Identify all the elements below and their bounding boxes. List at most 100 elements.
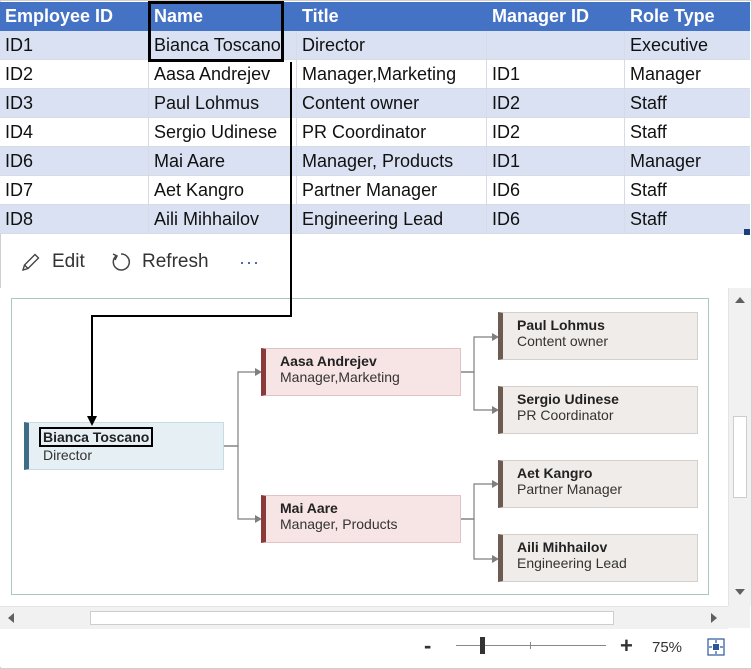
node-title: Engineering Lead — [517, 555, 627, 571]
node-name: Aet Kangro — [517, 465, 593, 481]
node-title: Manager, Products — [280, 516, 398, 532]
table-row: ID6 Mai Aare Manager, Products ID1 Manag… — [0, 147, 750, 176]
node-title: Content owner — [517, 333, 609, 349]
cell-name[interactable]: Paul Lohmus — [149, 89, 297, 118]
zoom-level[interactable]: 75% — [652, 639, 683, 656]
zoom-slider-track — [456, 645, 606, 646]
diagram-viewport[interactable]: Bianca Toscano Director Aasa Andrejev Ma… — [0, 288, 728, 606]
org-node-manager[interactable]: Aasa Andrejev Manager,Marketing — [261, 348, 461, 396]
scroll-left-arrow-icon[interactable] — [3, 610, 19, 626]
node-name: Bianca Toscano — [39, 427, 154, 447]
diagram-page — [11, 298, 709, 595]
table-row: ID4 Sergio Udinese PR Coordinator ID2 St… — [0, 118, 750, 147]
cell-title[interactable]: PR Coordinator — [297, 118, 487, 147]
edit-button[interactable]: Edit — [20, 248, 85, 276]
zoom-in-button[interactable]: + — [620, 633, 633, 658]
node-title: Director — [43, 447, 93, 463]
cell-employee-id[interactable]: ID6 — [0, 147, 149, 176]
cell-employee-id[interactable]: ID2 — [0, 60, 149, 89]
cell-manager-id[interactable] — [487, 31, 625, 60]
status-bar: - + 75% — [0, 629, 750, 667]
zoom-slider-center-tick — [530, 642, 531, 649]
cell-name[interactable]: Mai Aare — [149, 147, 297, 176]
cell-employee-id[interactable]: ID8 — [0, 205, 149, 234]
cell-title[interactable]: Director — [297, 31, 487, 60]
cell-title[interactable]: Manager,Marketing — [297, 60, 487, 89]
org-node-staff[interactable]: Sergio Udinese PR Coordinator — [498, 386, 698, 434]
header-manager-id[interactable]: Manager ID — [487, 2, 625, 31]
node-name: Mai Aare — [280, 500, 338, 516]
cell-manager-id[interactable]: ID2 — [487, 89, 625, 118]
cell-employee-id[interactable]: ID3 — [0, 89, 149, 118]
cell-title[interactable]: Manager, Products — [297, 147, 487, 176]
cell-role-type[interactable]: Manager — [625, 147, 750, 176]
cell-title[interactable]: Engineering Lead — [297, 205, 487, 234]
table-header-row: Employee ID Name Title Manager ID Role T… — [0, 2, 750, 31]
scroll-right-arrow-icon[interactable] — [706, 610, 722, 626]
header-name[interactable]: Name — [149, 2, 297, 31]
cell-manager-id[interactable]: ID6 — [487, 205, 625, 234]
refresh-label: Refresh — [142, 251, 209, 272]
org-node-staff[interactable]: Aili Mihhailov Engineering Lead — [498, 534, 698, 582]
node-name: Paul Lohmus — [517, 317, 605, 333]
table-resize-handle[interactable] — [744, 229, 750, 235]
org-node-staff[interactable]: Aet Kangro Partner Manager — [498, 460, 698, 508]
scroll-down-arrow-icon[interactable] — [732, 584, 748, 600]
org-node-staff[interactable]: Paul Lohmus Content owner — [498, 312, 698, 360]
vertical-scrollbar[interactable] — [728, 288, 751, 606]
edit-label: Edit — [52, 251, 85, 272]
scroll-up-arrow-icon[interactable] — [732, 292, 748, 308]
table-row: ID2 Aasa Andrejev Manager,Marketing ID1 … — [0, 60, 750, 89]
cell-role-type[interactable]: Staff — [625, 118, 750, 147]
cell-name[interactable]: Aet Kangro — [149, 176, 297, 205]
cell-name[interactable]: Aasa Andrejev — [149, 60, 297, 89]
more-options-button[interactable]: ··· — [239, 251, 260, 272]
cell-title[interactable]: Partner Manager — [297, 176, 487, 205]
refresh-button[interactable]: Refresh — [110, 248, 209, 276]
header-employee-id[interactable]: Employee ID — [0, 2, 149, 31]
cell-role-type[interactable]: Staff — [625, 89, 750, 118]
cell-name[interactable]: Sergio Udinese — [149, 118, 297, 147]
cell-role-type[interactable]: Staff — [625, 205, 750, 234]
horizontal-scrollbar[interactable] — [0, 606, 728, 629]
refresh-icon — [112, 253, 130, 271]
cell-role-type[interactable]: Staff — [625, 176, 750, 205]
org-node-manager[interactable]: Mai Aare Manager, Products — [261, 495, 461, 543]
zoom-out-button[interactable]: - — [424, 633, 432, 658]
name-selection-highlight — [148, 1, 284, 62]
table-row: ID3 Paul Lohmus Content owner ID2 Staff — [0, 89, 750, 118]
cell-manager-id[interactable]: ID2 — [487, 118, 625, 147]
table-row: ID1 Bianca Toscano Director Executive — [0, 31, 750, 60]
node-title: Partner Manager — [517, 481, 623, 497]
cell-manager-id[interactable]: ID1 — [487, 60, 625, 89]
cell-name[interactable]: Aili Mihhailov — [149, 205, 297, 234]
cell-employee-id[interactable]: ID7 — [0, 176, 149, 205]
vertical-scroll-thumb[interactable] — [733, 416, 747, 498]
node-name: Aili Mihhailov — [517, 539, 608, 555]
cell-manager-id[interactable]: ID1 — [487, 147, 625, 176]
pencil-icon — [21, 253, 40, 272]
scrollbar-corner — [728, 606, 750, 628]
node-name: Sergio Udinese — [517, 391, 619, 407]
cell-manager-id[interactable]: ID6 — [487, 176, 625, 205]
cell-employee-id[interactable]: ID1 — [0, 31, 149, 60]
fit-to-page-icon — [707, 638, 725, 656]
cell-name[interactable]: Bianca Toscano — [149, 31, 297, 60]
org-node-root[interactable]: Bianca Toscano Director — [24, 422, 224, 470]
cell-role-type[interactable]: Executive — [625, 31, 750, 60]
table-row: ID8 Aili Mihhailov Engineering Lead ID6 … — [0, 205, 750, 234]
cell-role-type[interactable]: Manager — [625, 60, 750, 89]
header-title[interactable]: Title — [297, 2, 487, 31]
node-title: Manager,Marketing — [280, 369, 400, 385]
connector-lines — [224, 333, 499, 563]
zoom-slider[interactable] — [456, 637, 606, 655]
fit-to-window-button[interactable] — [706, 637, 726, 657]
cell-employee-id[interactable]: ID4 — [0, 118, 149, 147]
zoom-slider-thumb[interactable] — [480, 637, 485, 654]
horizontal-scroll-thumb[interactable] — [90, 611, 614, 625]
header-role-type[interactable]: Role Type — [625, 2, 750, 31]
cell-title[interactable]: Content owner — [297, 89, 487, 118]
table-row: ID7 Aet Kangro Partner Manager ID6 Staff — [0, 176, 750, 205]
node-title: PR Coordinator — [517, 407, 614, 423]
